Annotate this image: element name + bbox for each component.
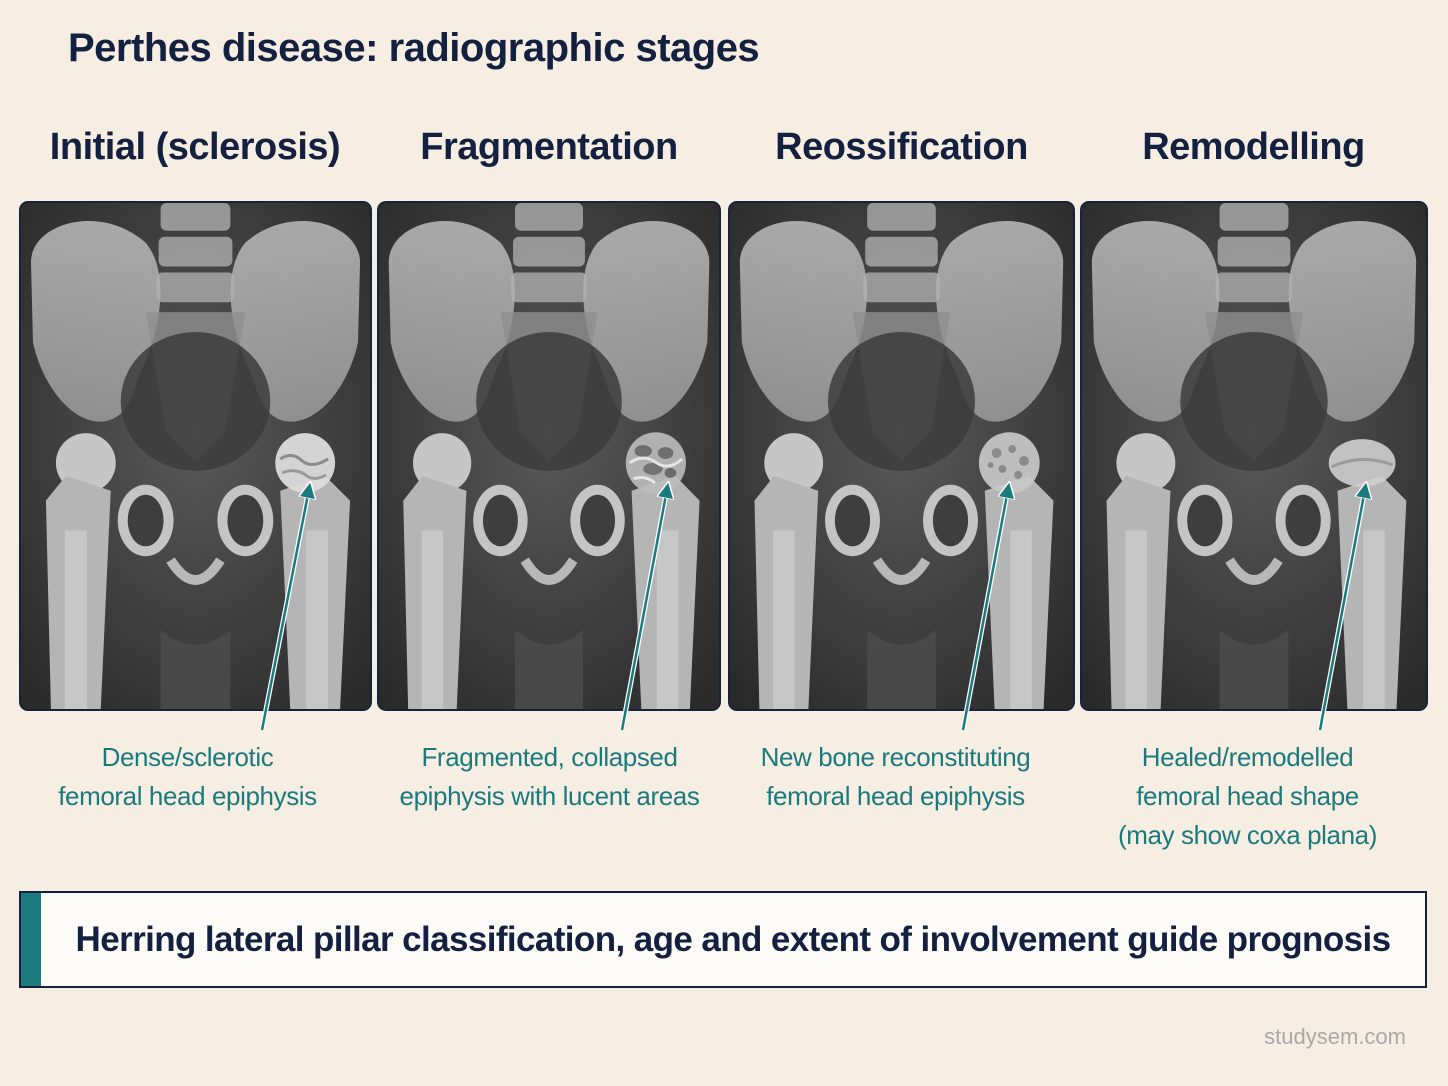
- watermark: studysem.com: [1264, 1024, 1406, 1049]
- stage-title-remodelling: Remodelling: [1142, 126, 1365, 168]
- caption-fragmentation: Fragmented, collapsed epiphysis with luc…: [392, 738, 707, 816]
- pelvis-xray-image: [730, 203, 1073, 709]
- caption-initial: Dense/sclerotic femoral head epiphysis: [30, 738, 345, 816]
- caption-line: Healed/remodelled: [1141, 742, 1354, 772]
- caption-reossification: New bone reconstituting femoral head epi…: [738, 738, 1053, 816]
- caption-line: femoral head epiphysis: [766, 781, 1025, 811]
- caption-line: New bone reconstituting: [760, 742, 1031, 772]
- caption-line: epiphysis with lucent areas: [399, 781, 700, 811]
- caption-line: (may show coxa plana): [1118, 820, 1377, 850]
- accent-bar: [21, 893, 41, 986]
- caption-remodelling: Healed/remodelled femoral head shape (ma…: [1090, 738, 1405, 855]
- page-title: Perthes disease: radiographic stages: [68, 26, 760, 70]
- stage-title-reossification: Reossification: [775, 126, 1028, 168]
- caption-line: femoral head epiphysis: [58, 781, 317, 811]
- xray-panel-remodelling: [1080, 201, 1428, 711]
- xray-panel-fragmentation: [377, 201, 721, 711]
- xray-panel-reossification: [728, 201, 1075, 711]
- pelvis-xray-image: [1082, 203, 1426, 709]
- xray-panel-initial: [19, 201, 372, 711]
- prognosis-note-box: Herring lateral pillar classification, a…: [19, 891, 1427, 988]
- caption-line: Dense/sclerotic: [101, 742, 274, 772]
- pelvis-xray-image: [379, 203, 719, 709]
- pelvis-xray-image: [21, 203, 370, 709]
- stage-title-fragmentation: Fragmentation: [420, 126, 678, 168]
- caption-line: Fragmented, collapsed: [421, 742, 678, 772]
- stage-title-initial: Initial (sclerosis): [49, 126, 341, 168]
- caption-line: femoral head shape: [1136, 781, 1359, 811]
- prognosis-note: Herring lateral pillar classification, a…: [75, 919, 1392, 959]
